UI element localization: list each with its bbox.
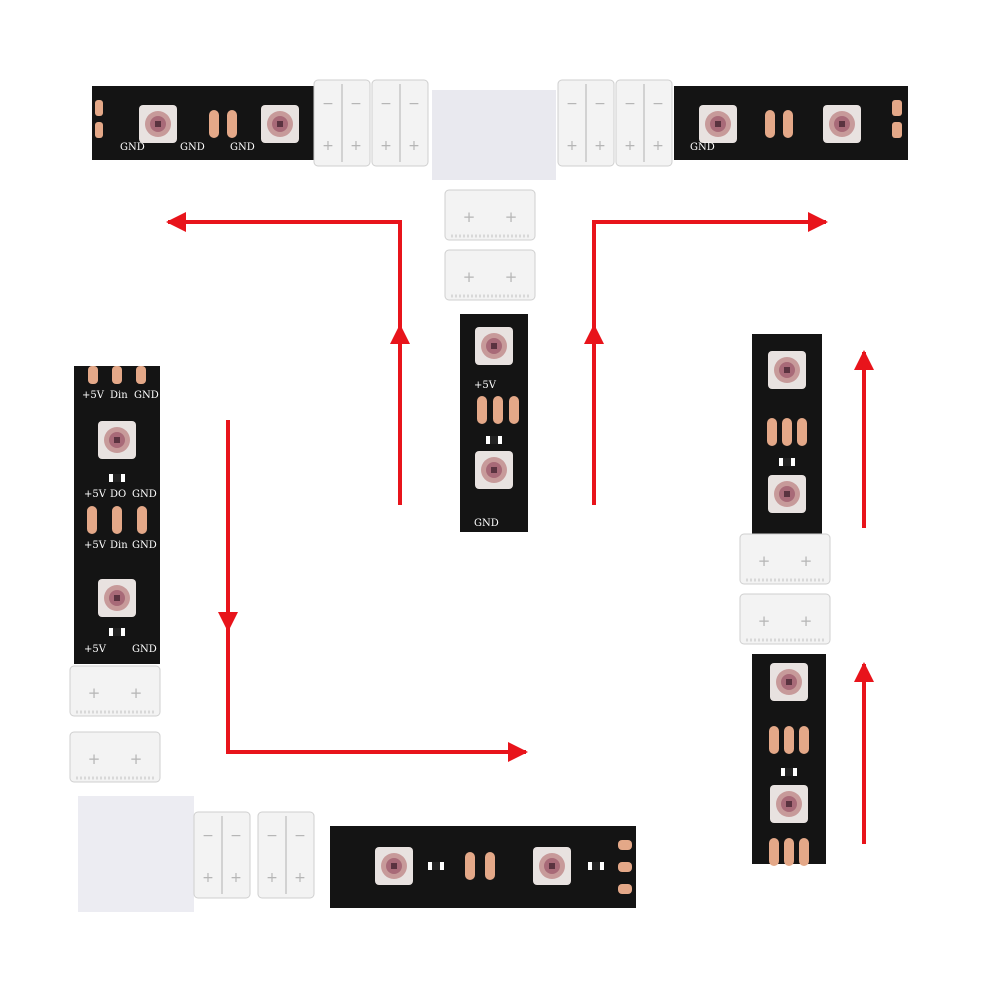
connector-clip-icon bbox=[68, 664, 162, 718]
strip-top-right: GND bbox=[674, 86, 908, 160]
connector-clip-icon bbox=[615, 79, 673, 167]
label-5v-2: +5V bbox=[82, 390, 105, 401]
t-connector-body bbox=[432, 90, 556, 180]
l-connector-body bbox=[78, 796, 194, 912]
connector-clip-icon bbox=[313, 79, 371, 167]
l-corner-assembly: +5V Din GND +5V DO GND +5V Din GND +5V G… bbox=[68, 366, 636, 912]
strip-right-upper bbox=[752, 334, 822, 534]
label-gnd-8: GND bbox=[132, 540, 157, 551]
label-gnd-3: GND bbox=[230, 142, 255, 153]
label-5v-5: +5V bbox=[84, 644, 107, 655]
label-din-2: Din bbox=[110, 540, 128, 551]
connector-clip-icon bbox=[257, 811, 315, 899]
connector-clip-icon bbox=[68, 730, 162, 784]
label-gnd-6: GND bbox=[134, 390, 159, 401]
label-gnd-9: GND bbox=[132, 644, 157, 655]
connector-clip-icon bbox=[443, 248, 537, 302]
label-5v-3: +5V bbox=[84, 489, 107, 500]
label-din: Din bbox=[110, 390, 128, 401]
label-gnd-7: GND bbox=[132, 489, 157, 500]
arrow-icon bbox=[166, 212, 402, 505]
connector-clip-icon bbox=[371, 79, 429, 167]
connector-clip-icon bbox=[443, 188, 537, 242]
label-gnd-2: GND bbox=[180, 142, 205, 153]
strip-left-vertical: +5V Din GND +5V DO GND +5V Din GND +5V G… bbox=[74, 366, 160, 664]
label-gnd: GND bbox=[120, 142, 145, 153]
straight-join-assembly bbox=[738, 334, 832, 866]
connector-clip-icon bbox=[738, 592, 832, 646]
connector-clip-icon bbox=[557, 79, 615, 167]
label-5v-4: +5V bbox=[84, 540, 107, 551]
strip-right-lower bbox=[752, 654, 826, 866]
t-junction-assembly: GND GND GND GND bbox=[92, 79, 908, 532]
strip-top-left: GND GND GND bbox=[92, 86, 314, 160]
connector-clip-icon bbox=[193, 811, 251, 899]
strip-bottom-horizontal bbox=[330, 826, 636, 908]
label-gnd-5: GND bbox=[474, 518, 499, 529]
label-gnd-4: GND bbox=[690, 142, 715, 153]
connector-clip-icon bbox=[738, 532, 832, 586]
strip-top-branch: +5V GND bbox=[460, 314, 528, 532]
label-5v: +5V bbox=[474, 380, 497, 391]
label-do: DO bbox=[110, 489, 126, 500]
